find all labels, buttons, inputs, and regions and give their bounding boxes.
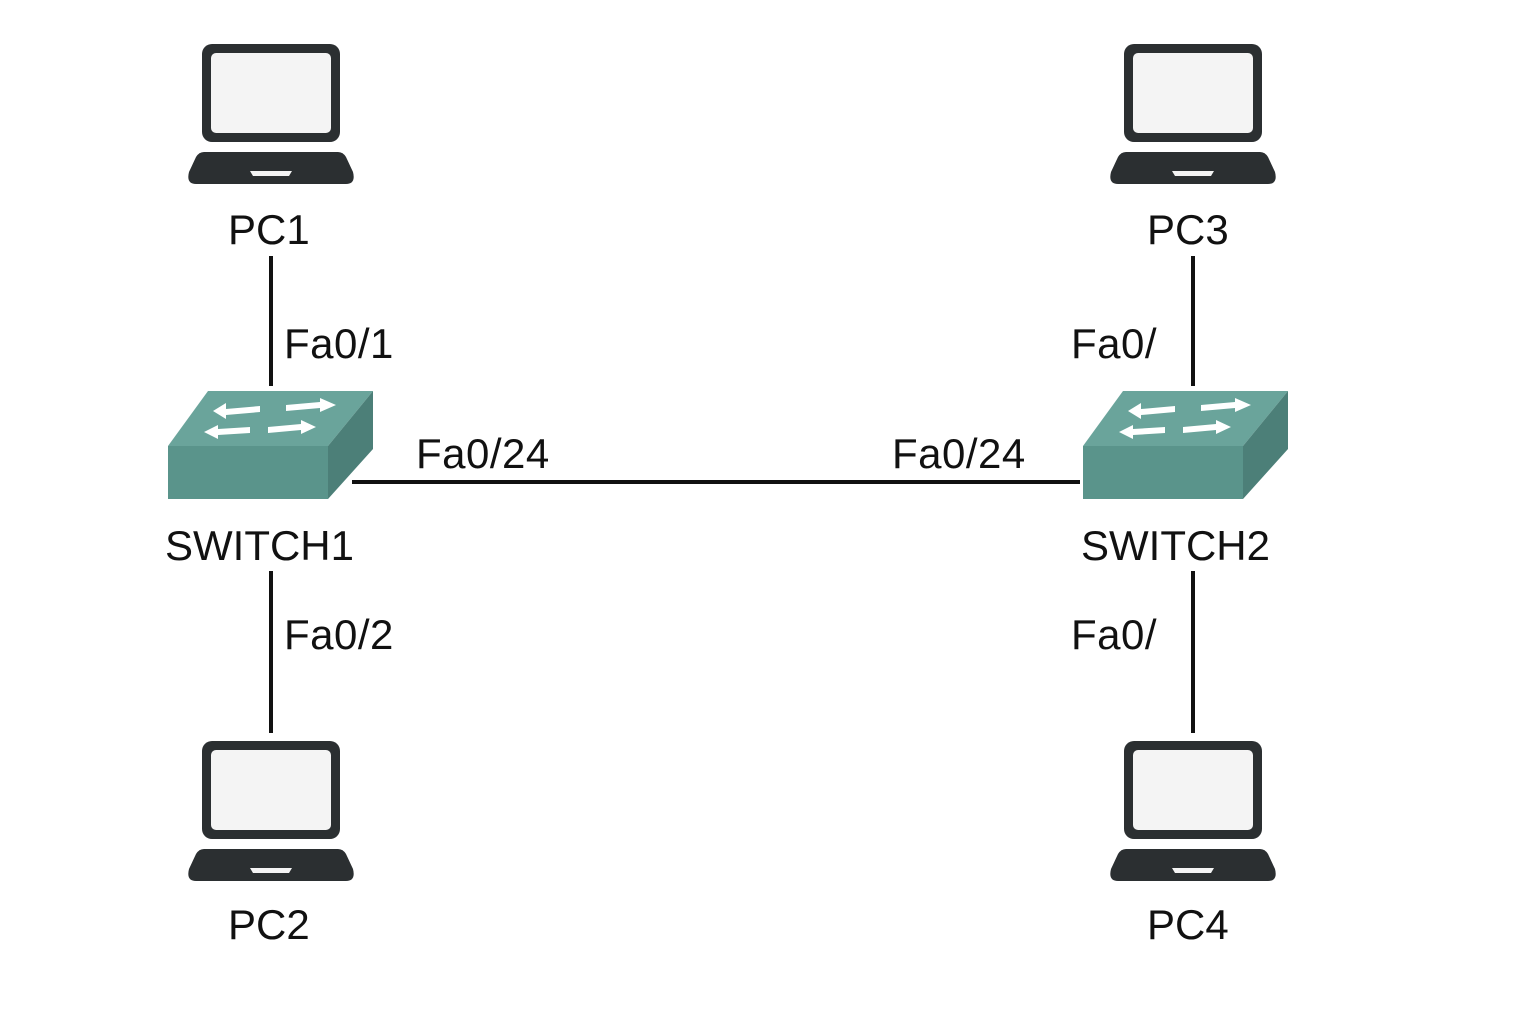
laptop-icon [188, 44, 354, 184]
laptop-icon [1110, 44, 1276, 184]
laptop-icon [1110, 741, 1276, 881]
link-pc2-switch1 [269, 571, 273, 733]
node-label-pc2: PC2 [228, 901, 310, 948]
node-label-switch2: SWITCH2 [1081, 522, 1270, 569]
node-pc3[interactable]: PC3 [1110, 44, 1280, 254]
node-label-pc4: PC4 [1147, 901, 1229, 948]
laptop-icon [188, 741, 354, 881]
node-pc4[interactable]: PC4 [1110, 741, 1280, 951]
switch-icon [1083, 391, 1288, 499]
node-switch2[interactable]: SWITCH2 [1081, 391, 1293, 571]
link-pc1-switch1 [269, 256, 273, 386]
node-label-switch1: SWITCH1 [165, 522, 354, 569]
node-pc2[interactable]: PC2 [188, 741, 358, 951]
node-switch1[interactable]: SWITCH1 [165, 391, 378, 571]
port-label-pc2-link: Fa0/2 [284, 611, 394, 658]
node-label-pc3: PC3 [1147, 206, 1229, 253]
switch-icon [168, 391, 373, 499]
port-label-pc3-link: Fa0/ [1071, 320, 1158, 367]
node-label-pc1: PC1 [228, 206, 310, 253]
link-pc3-switch2 [1191, 256, 1195, 386]
node-pc1[interactable]: PC1 [188, 44, 358, 254]
link-switch1-switch2 [352, 480, 1080, 484]
link-pc4-switch2 [1191, 571, 1195, 733]
port-label-pc4-link: Fa0/ [1071, 611, 1158, 658]
port-label-switch1-trunk: Fa0/24 [416, 430, 550, 477]
port-label-switch2-trunk: Fa0/24 [892, 430, 1026, 477]
port-label-pc1-link: Fa0/1 [284, 320, 394, 367]
